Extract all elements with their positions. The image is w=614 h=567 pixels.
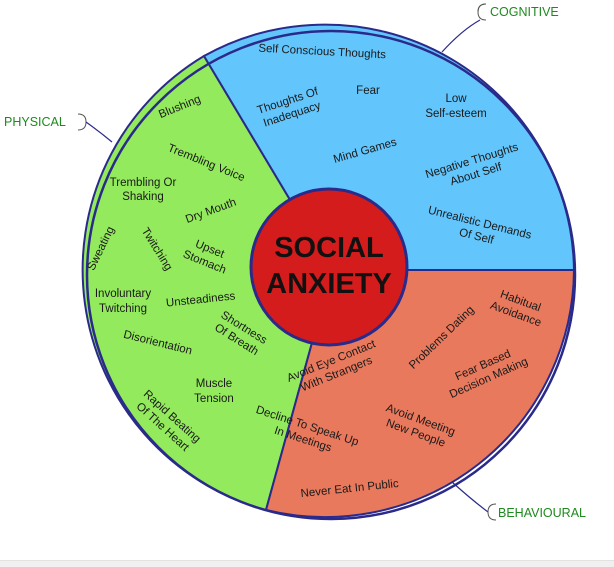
physical-callout: PHYSICAL — [4, 113, 113, 143]
center-title-line1: SOCIAL — [274, 232, 384, 264]
physical-label: PHYSICAL — [4, 115, 66, 129]
item-muscle-tension-2: Tension — [194, 393, 234, 405]
item-involuntary-twitching-2: Twitching — [99, 303, 147, 315]
cognitive-callout: COGNITIVE — [441, 3, 559, 53]
behavioural-callout: BEHAVIOURAL — [451, 481, 586, 521]
center-title-line2: ANXIETY — [266, 268, 392, 300]
outer-ring — [85, 29, 577, 521]
item-trembling-or-shaking-1: Trembling Or — [110, 177, 177, 189]
bottom-bar — [0, 560, 614, 567]
center-circle — [249, 187, 409, 347]
item-low-self-esteem-2: Self-esteem — [425, 108, 486, 120]
behavioural-label: BEHAVIOURAL — [498, 506, 586, 520]
item-low-self-esteem-1: Low — [445, 93, 467, 105]
item-fear: Fear — [356, 85, 380, 97]
item-involuntary-twitching-1: Involuntary — [95, 288, 152, 300]
item-trembling-or-shaking-2: Shaking — [122, 191, 164, 203]
cognitive-label: COGNITIVE — [490, 5, 559, 19]
item-muscle-tension-1: Muscle — [196, 378, 232, 390]
